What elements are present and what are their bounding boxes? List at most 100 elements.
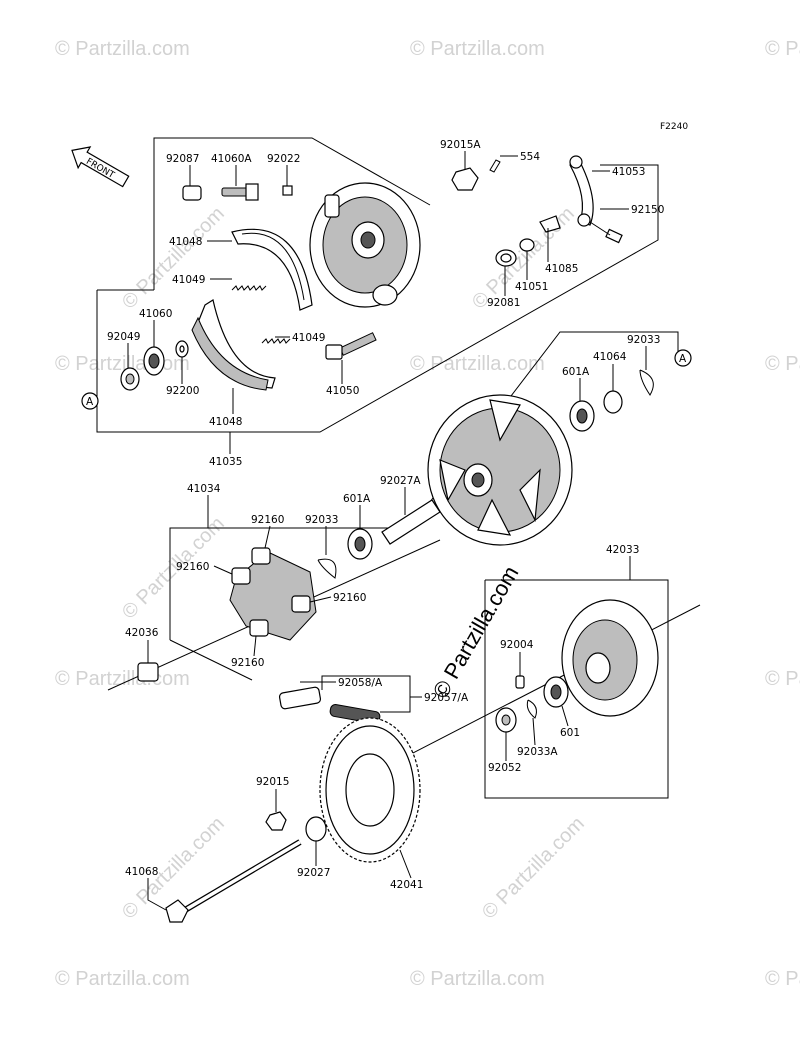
nut-axle-brake bbox=[451, 167, 479, 191]
oil-seal bbox=[120, 367, 140, 391]
sleeve bbox=[137, 662, 159, 682]
bearing-coupling bbox=[543, 676, 569, 708]
part-label: 92200 bbox=[166, 385, 199, 397]
watermark: © Partzilla.com bbox=[118, 203, 229, 314]
front-arrow-icon: FRONT bbox=[71, 146, 130, 188]
watermark: © Partzilla.com bbox=[55, 353, 190, 375]
part-label: 601A bbox=[343, 493, 371, 505]
part-label: 92004 bbox=[500, 639, 534, 651]
part-label: 41049 bbox=[172, 274, 205, 286]
wheel-hub bbox=[427, 394, 573, 546]
watermark: © Partzilla.com bbox=[765, 353, 800, 375]
speedometer-gear bbox=[143, 346, 165, 376]
part-label: 92033 bbox=[305, 514, 338, 526]
part-label: 41053 bbox=[612, 166, 645, 178]
part-label: 92027 bbox=[297, 867, 330, 879]
cotter-pin bbox=[489, 159, 501, 173]
part-label: 42041 bbox=[390, 879, 423, 891]
spring-lower bbox=[261, 338, 291, 344]
part-label: 41068 bbox=[125, 866, 158, 878]
watermark: © Partzilla.com bbox=[410, 968, 545, 990]
part-label: 42033 bbox=[606, 544, 639, 556]
spacer-right bbox=[603, 390, 623, 414]
sprocket-coupling bbox=[561, 599, 659, 717]
part-label: 41048 bbox=[169, 236, 202, 248]
part-label: 601 bbox=[560, 727, 580, 739]
brake-cam bbox=[221, 183, 259, 201]
part-label: 92033 bbox=[627, 334, 660, 346]
circlip-right bbox=[639, 369, 654, 396]
rear-axle bbox=[165, 839, 302, 923]
part-label: 41085 bbox=[545, 263, 578, 275]
watermark: © Partzilla.com bbox=[118, 513, 229, 624]
torque-arm bbox=[569, 155, 594, 227]
part-label: 92022 bbox=[267, 153, 300, 165]
part-label: 601A bbox=[562, 366, 590, 378]
watermark: © Partzilla.com bbox=[410, 38, 545, 60]
bolt bbox=[589, 221, 623, 244]
part-label: 41049 bbox=[292, 332, 325, 344]
part-label: 92027A bbox=[380, 475, 421, 487]
part-label: 92081 bbox=[487, 297, 520, 309]
brake-camshaft bbox=[325, 332, 377, 360]
figure-code: F2240 bbox=[660, 122, 688, 132]
part-label: 92160 bbox=[333, 592, 366, 604]
part-label: 92015A bbox=[440, 139, 481, 151]
watermark: © Partzilla.com bbox=[765, 968, 800, 990]
part-label: 92052 bbox=[488, 762, 521, 774]
part-label: 41050 bbox=[326, 385, 359, 397]
bearing-left bbox=[347, 528, 373, 560]
part-label: 92150 bbox=[631, 204, 664, 216]
part-label: 92160 bbox=[176, 561, 209, 573]
watermark: © Partzilla.com bbox=[478, 813, 589, 924]
damper-rubber bbox=[229, 547, 317, 641]
part-label: 92015 bbox=[256, 776, 289, 788]
circlip-coupling bbox=[526, 699, 537, 719]
return-spring bbox=[495, 249, 517, 267]
part-labels: 92087 41060A 92022 92015A 554 41053 9215… bbox=[107, 139, 664, 911]
part-label: 92058/A bbox=[338, 677, 383, 689]
rear-sprocket bbox=[319, 717, 421, 863]
part-label: 41060 bbox=[139, 308, 172, 320]
watermark: © Partzilla.com bbox=[55, 38, 190, 60]
watermark: © Partzilla.com bbox=[55, 668, 190, 690]
nut-small bbox=[282, 185, 293, 196]
svg-text:A: A bbox=[86, 396, 94, 408]
part-label: 554 bbox=[520, 151, 540, 163]
center-watermark: © Partzilla.com bbox=[428, 562, 524, 703]
spring-upper bbox=[231, 285, 267, 291]
part-label: 41051 bbox=[515, 281, 548, 293]
part-label: 92057/A bbox=[424, 692, 469, 704]
brake-shoe-upper bbox=[231, 228, 313, 311]
part-label: 42036 bbox=[125, 627, 159, 639]
watermark: © Partzilla.com bbox=[765, 668, 800, 690]
part-label: 92033A bbox=[517, 746, 558, 758]
part-label: 41060A bbox=[211, 153, 252, 165]
collar bbox=[381, 499, 441, 545]
part-label: 41048 bbox=[209, 416, 242, 428]
circle-ref-left: A bbox=[81, 392, 99, 410]
part-label: 92160 bbox=[251, 514, 284, 526]
part-label: 41035 bbox=[209, 456, 242, 468]
circle-ref-right: A bbox=[674, 349, 692, 367]
part-label: 92049 bbox=[107, 331, 140, 343]
stud bbox=[515, 675, 525, 689]
watermark: © Partzilla.com bbox=[468, 203, 579, 314]
washer-brake bbox=[519, 238, 535, 252]
part-label: 41064 bbox=[593, 351, 627, 363]
brake-panel bbox=[309, 182, 421, 308]
seal bbox=[182, 185, 202, 201]
part-label: 41034 bbox=[187, 483, 221, 495]
watermark: © Partzilla.com bbox=[765, 38, 800, 60]
nut-sprocket bbox=[265, 811, 287, 831]
brake-lever bbox=[539, 215, 561, 233]
washer bbox=[175, 340, 189, 358]
circlip-left bbox=[317, 558, 337, 579]
axle-collar bbox=[305, 816, 327, 842]
watermark: © Partzilla.com bbox=[55, 968, 190, 990]
part-label: 92087 bbox=[166, 153, 199, 165]
seal-coupling bbox=[495, 707, 517, 733]
watermark: © Partzilla.com bbox=[410, 353, 545, 375]
part-label: 92160 bbox=[231, 657, 264, 669]
